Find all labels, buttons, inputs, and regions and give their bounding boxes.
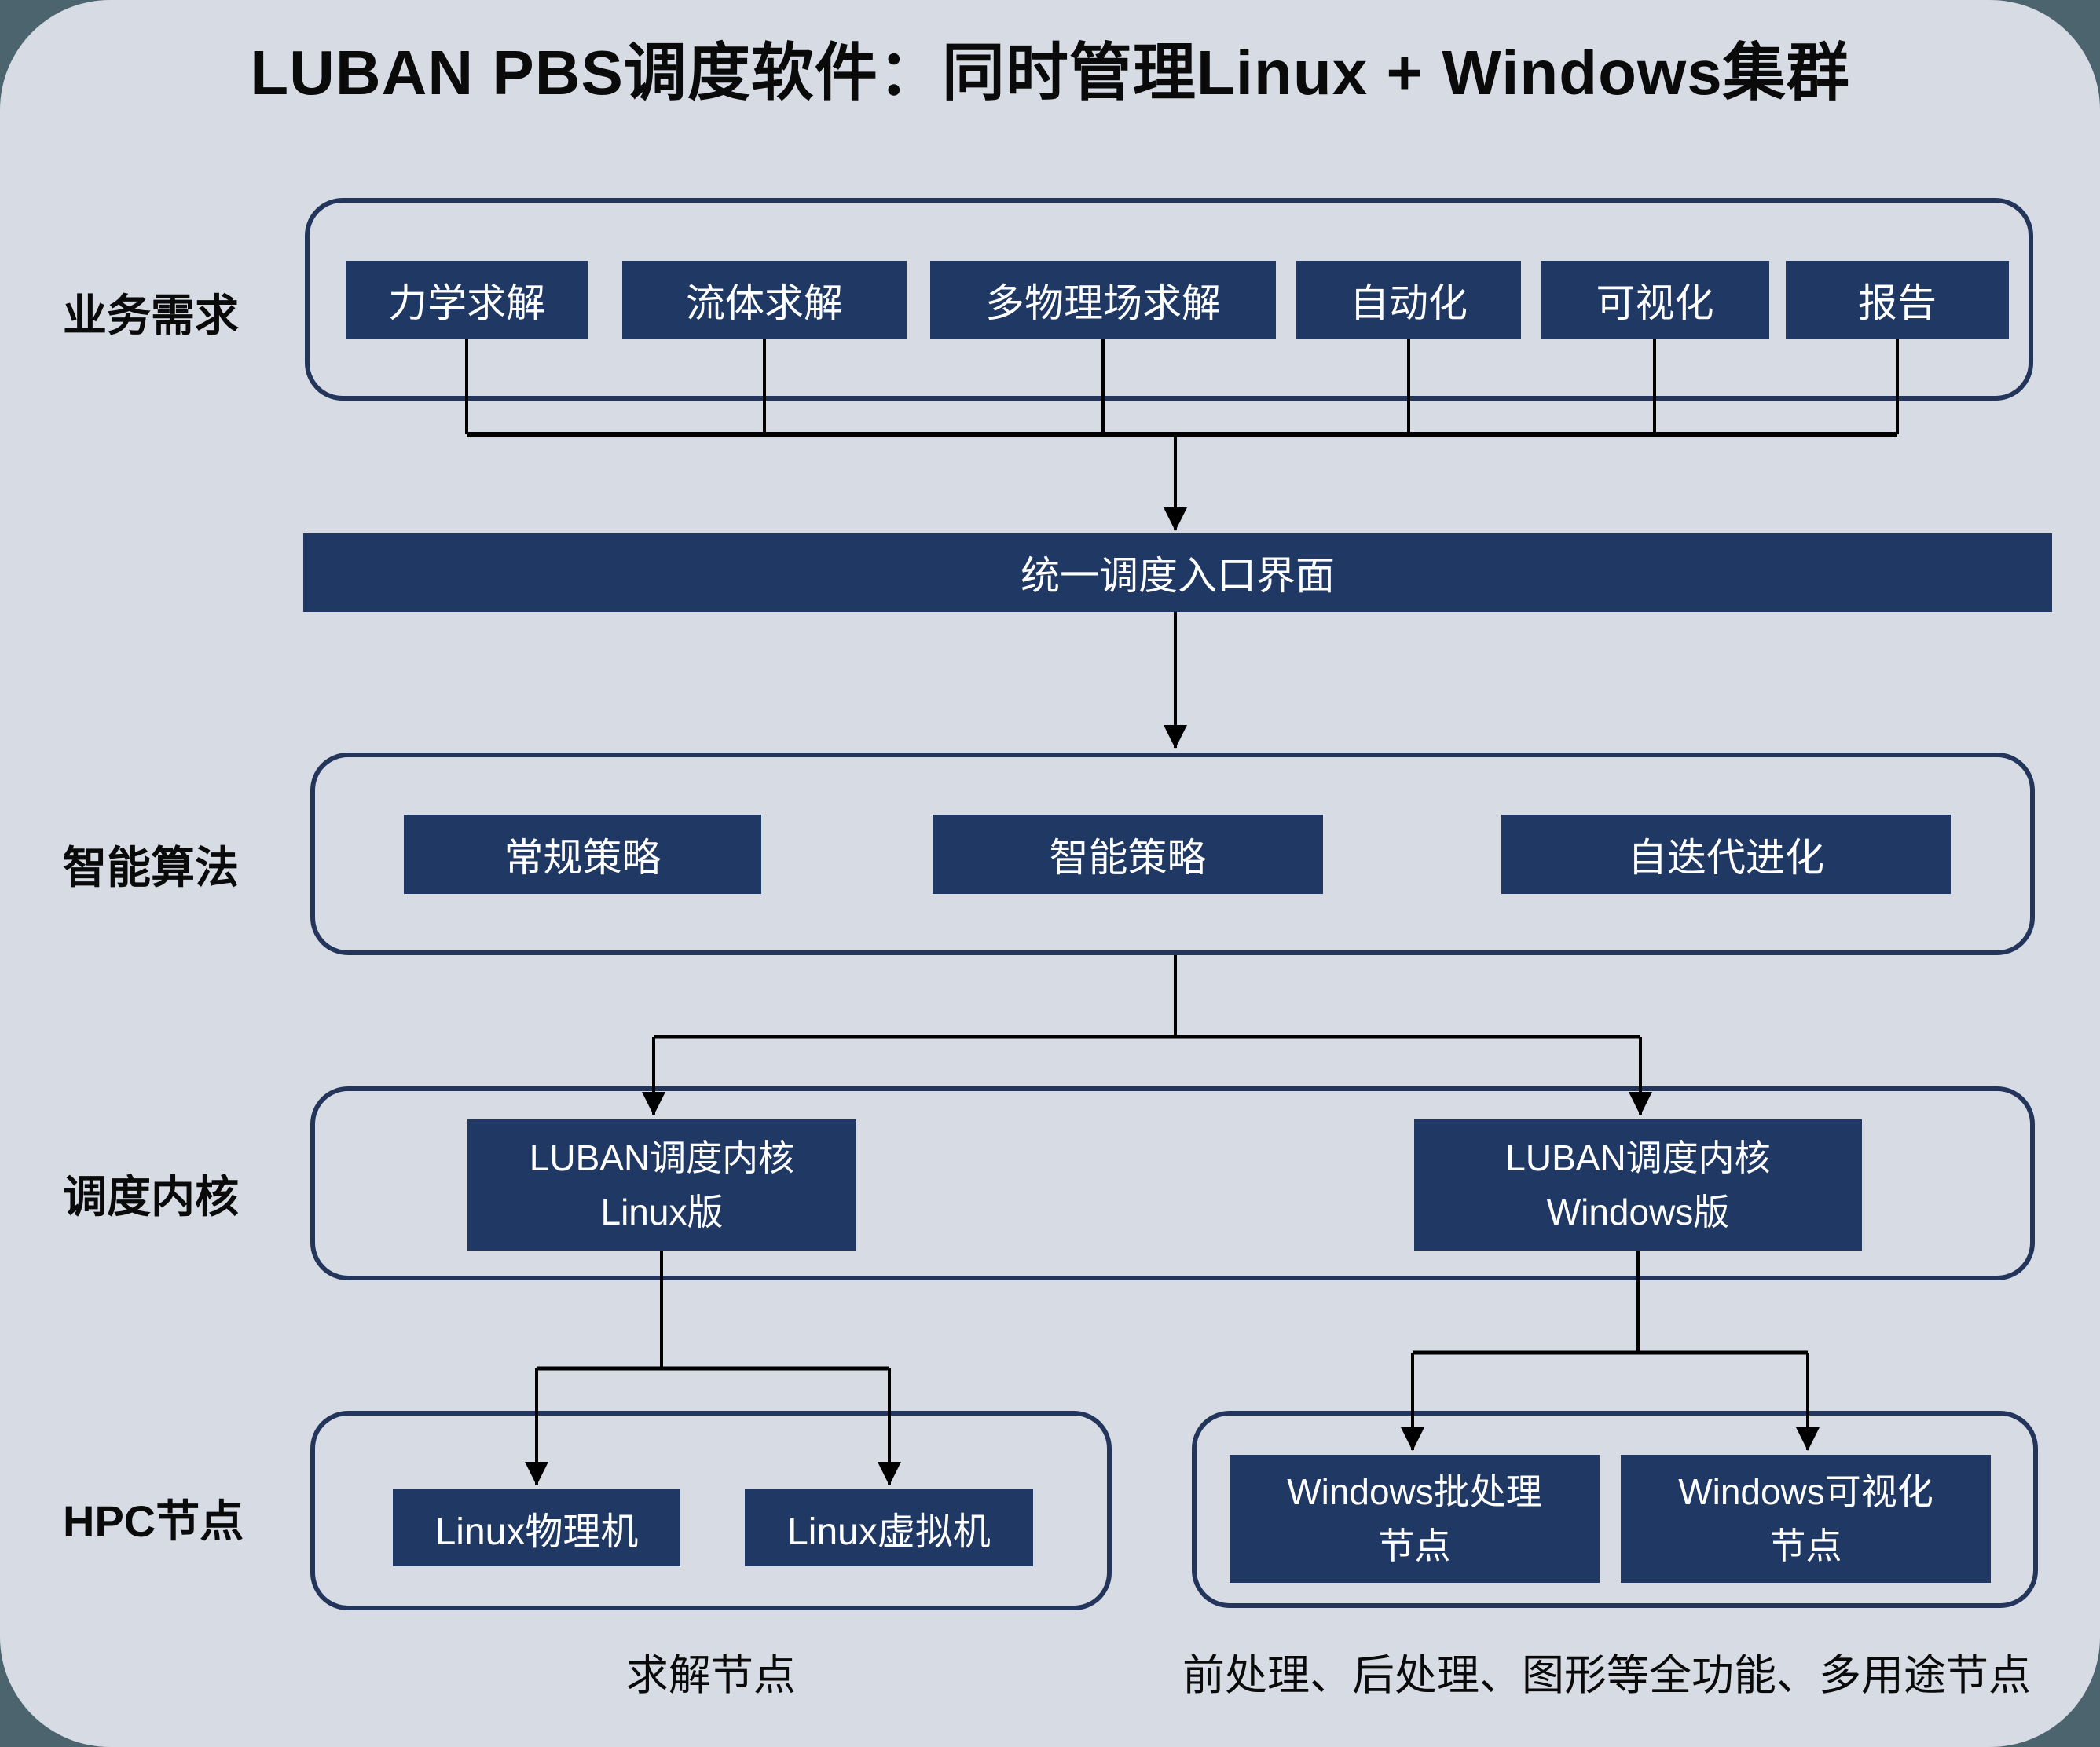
row-label-algorithm: 智能算法: [63, 843, 239, 892]
node-self-iterative-evolution: 自迭代进化: [1501, 815, 1951, 894]
row-label-business: 业务需求: [63, 291, 239, 340]
algorithm-group-container: [310, 753, 2035, 955]
node-linux-physical-machine: Linux物理机: [393, 1489, 680, 1566]
kernel-group-container: [310, 1086, 2035, 1280]
diagram-title: LUBAN PBS调度软件：同时管理Linux + Windows集群: [250, 38, 1850, 108]
node-automation: 自动化: [1296, 261, 1521, 339]
hpc-windows-group-container: [1192, 1411, 2038, 1608]
caption-multipurpose-nodes: 前处理、后处理、图形等全功能、多用途节点: [1182, 1652, 2031, 1699]
node-regular-strategy: 常规策略: [404, 815, 761, 894]
node-mechanics-solver: 力学求解: [346, 261, 588, 339]
node-multiphysics-solver: 多物理场求解: [930, 261, 1276, 339]
node-kernel-windows: LUBAN调度内核 Windows版: [1414, 1119, 1862, 1251]
row-label-kernel: 调度内核: [63, 1172, 239, 1221]
business-group-container: [305, 198, 2033, 401]
node-linux-virtual-machine: Linux虚拟机: [745, 1489, 1033, 1566]
caption-solver-nodes: 求解节点: [626, 1652, 796, 1699]
node-windows-batch: Windows批处理 节点: [1230, 1455, 1600, 1583]
unified-entry-bar: 统一调度入口界面: [303, 533, 2052, 612]
node-windows-visualization: Windows可视化 节点: [1621, 1455, 1991, 1583]
node-kernel-linux: LUBAN调度内核 Linux版: [467, 1119, 856, 1251]
row-label-hpc: HPC节点: [63, 1496, 244, 1546]
node-smart-strategy: 智能策略: [933, 815, 1323, 894]
hpc-linux-group-container: [310, 1411, 1112, 1610]
node-report: 报告: [1786, 261, 2009, 339]
node-visualization: 可视化: [1541, 261, 1769, 339]
node-fluid-solver: 流体求解: [622, 261, 907, 339]
